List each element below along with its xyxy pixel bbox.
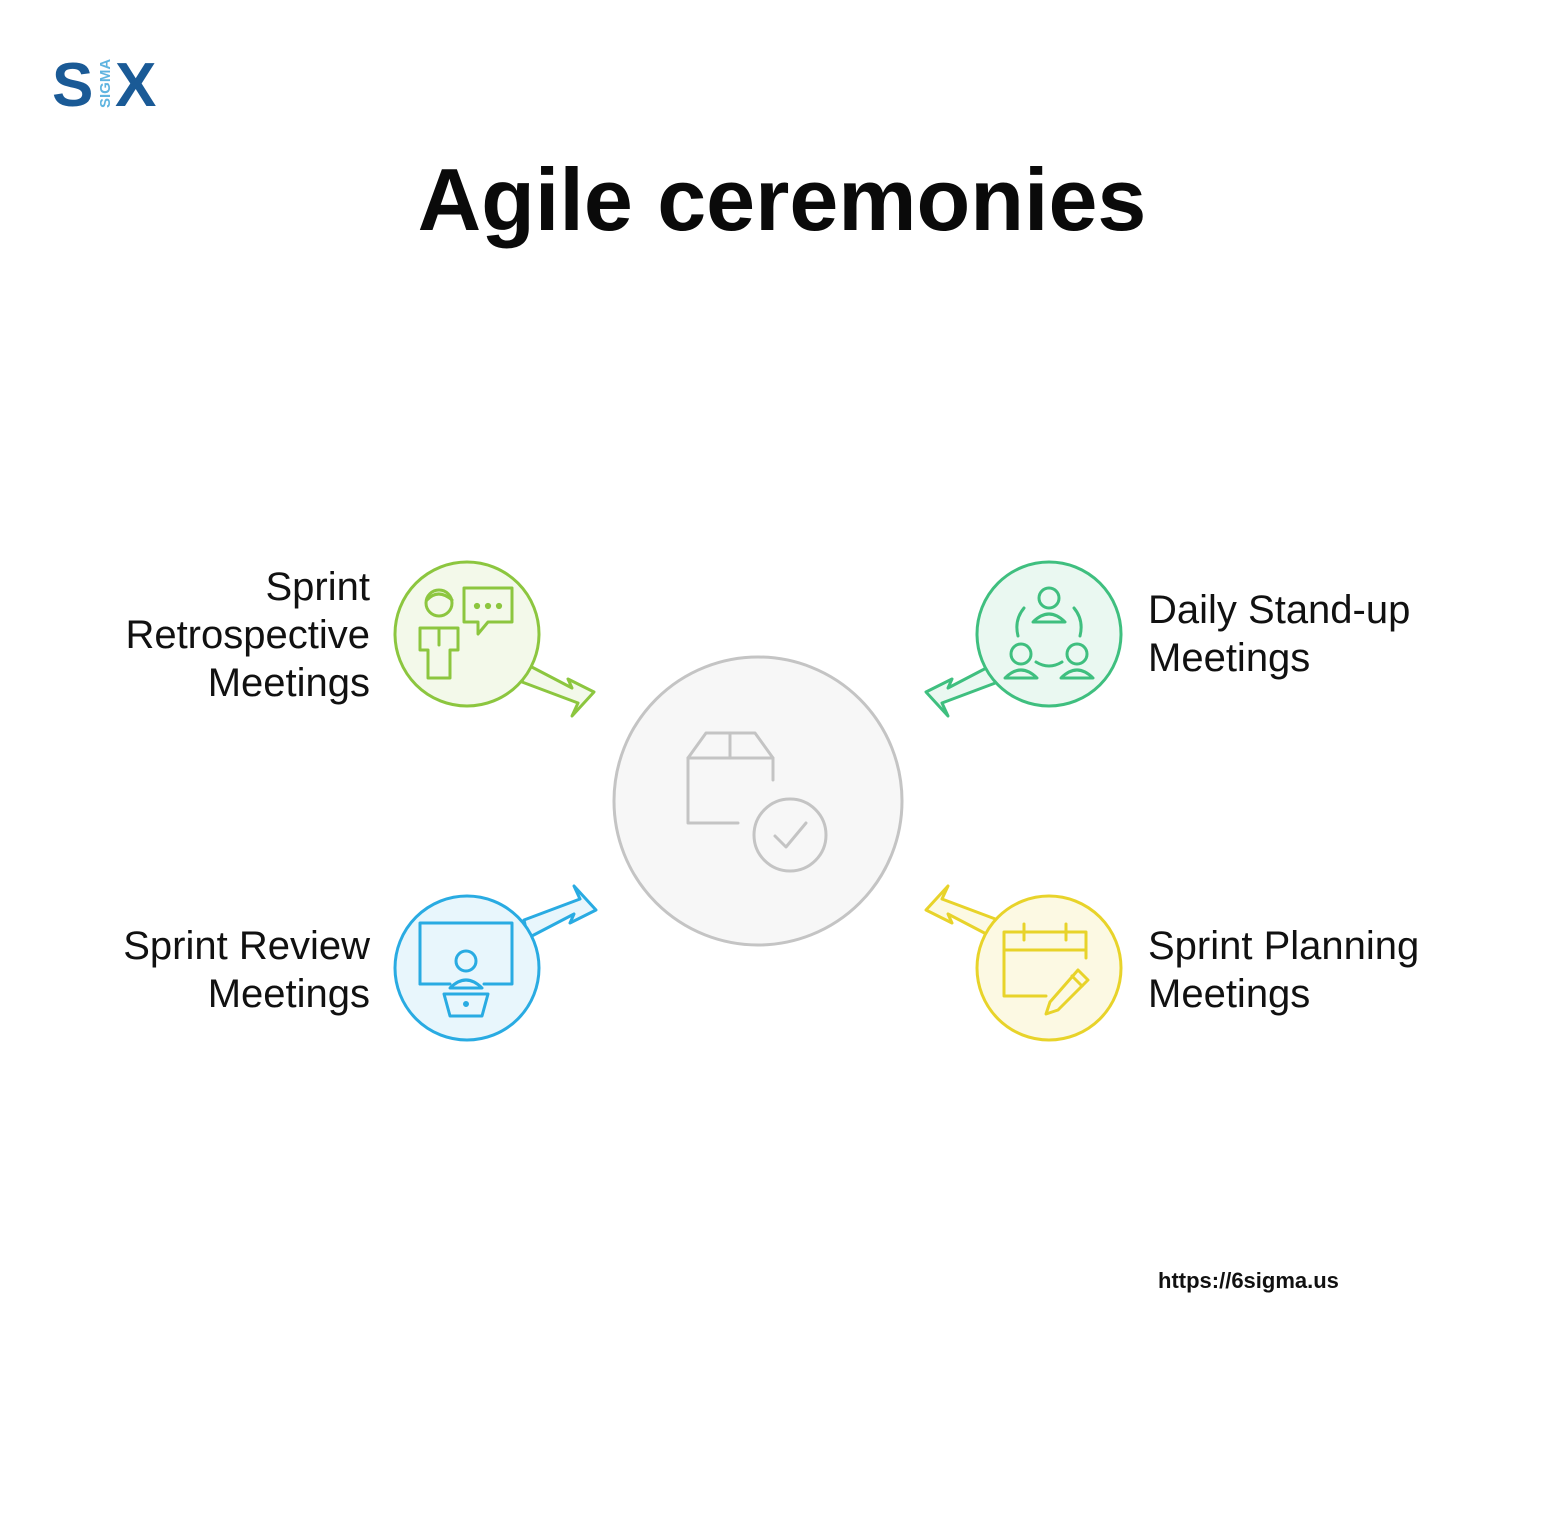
- box-check-icon: [686, 731, 828, 873]
- calendar-edit-icon: [1002, 922, 1090, 1016]
- center-hub: [612, 655, 904, 947]
- review-node: [393, 884, 598, 1042]
- presenter-speech-bubble-icon: [418, 586, 514, 680]
- planning-node: [924, 884, 1123, 1042]
- logo-letter-s: S: [52, 51, 93, 114]
- retrospective-label-line-1: Sprint: [265, 565, 371, 609]
- presentation-podium-icon: [418, 921, 514, 1018]
- standup-label-line-2: Meetings: [1148, 636, 1311, 680]
- review-arrow: [522, 884, 598, 940]
- review-label: Sprint Review Meetings: [123, 922, 370, 1018]
- review-label-line-2: Meetings: [207, 972, 370, 1016]
- retrospective-label-line-3: Meetings: [207, 661, 370, 705]
- page-title: Agile ceremonies: [417, 150, 1147, 249]
- retrospective-node: [393, 560, 596, 718]
- planning-label-line-2: Meetings: [1148, 972, 1311, 1016]
- logo-sigma-text: SIGMA: [97, 59, 114, 108]
- planning-label: Sprint Planning Meetings: [1148, 922, 1419, 1018]
- retrospective-label: Sprint Retrospective Meetings: [125, 563, 370, 707]
- review-label-line-1: Sprint Review: [123, 924, 370, 968]
- logo-letter-x: X: [115, 51, 156, 114]
- standup-label-line-1: Daily Stand-up: [1148, 588, 1411, 632]
- planning-arrow: [924, 884, 1000, 940]
- retrospective-label-line-2: Retrospective: [125, 613, 370, 657]
- footer-url: https://6sigma.us: [1158, 1268, 1339, 1293]
- retrospective-arrow: [520, 662, 596, 718]
- standup-arrow: [924, 662, 1000, 718]
- planning-label-line-1: Sprint Planning: [1148, 924, 1420, 968]
- sixsigma-logo: S SIGMA X: [52, 51, 156, 114]
- team-group-icon: [1003, 586, 1095, 680]
- standup-label: Daily Stand-up Meetings: [1148, 586, 1410, 682]
- standup-node: [924, 560, 1123, 718]
